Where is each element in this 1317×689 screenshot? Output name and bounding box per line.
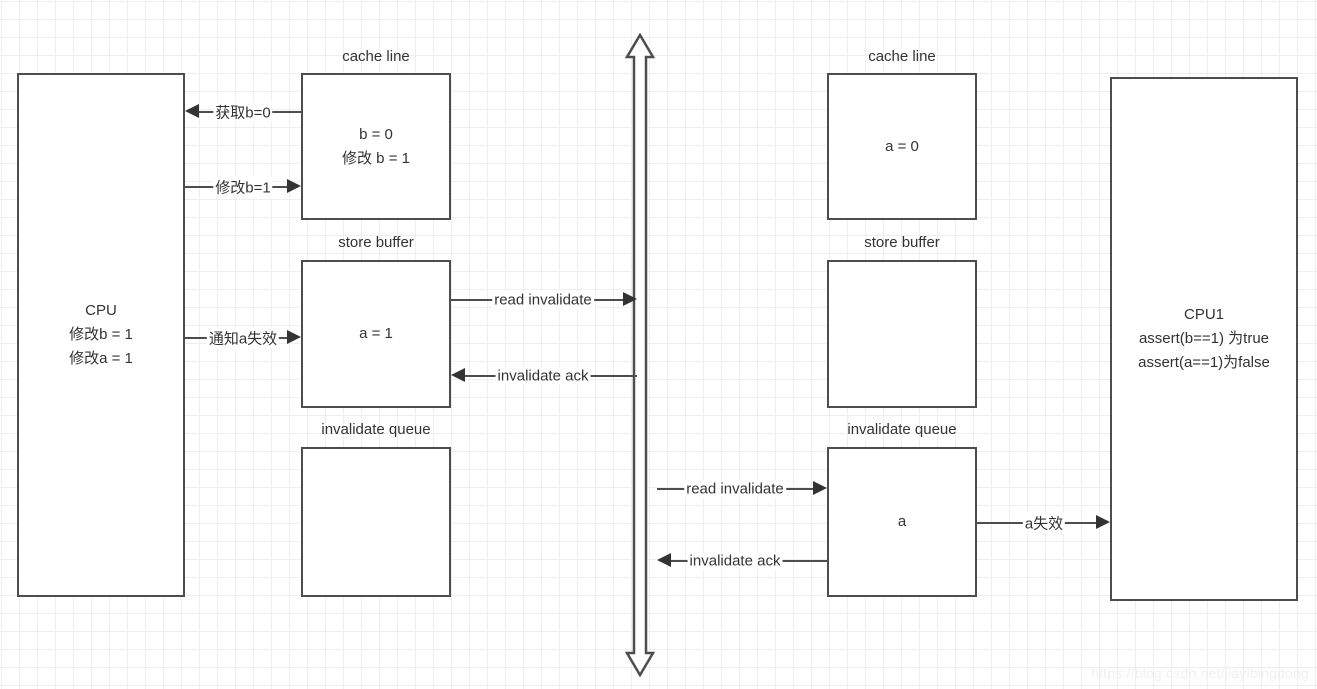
edge-a-invalid-label: a失效 [1022,512,1066,534]
right-cpu-text: CPU1 assert(b==1) 为true assert(a==1)为fal… [1138,306,1270,371]
right-cache-line-box: a = 0 [827,73,977,220]
edge-invalidate-ack-bottom-arrowhead [657,553,671,567]
left-cache-line-text: b = 0 修改 b = 1 [342,125,410,167]
left-cache-line-caption: cache line [342,48,410,65]
edge-fetch-b0-label: 获取b=0 [213,101,273,123]
left-store-buffer-text: a = 1 [359,325,393,342]
edge-read-invalidate-bottom-arrowhead [813,481,827,495]
left-cpu-box: CPU 修改b = 1 修改a = 1 [17,73,185,597]
right-cache-line-caption: cache line [868,48,936,65]
edge-invalidate-ack-bottom-label: invalidate ack [687,552,783,570]
edge-read-invalidate-bottom-label: read invalidate [684,480,786,498]
left-cpu-text: CPU 修改b = 1 修改a = 1 [69,302,133,367]
left-invalidate-queue-box [301,447,451,597]
right-invalidate-queue-text: a [897,513,907,530]
left-cache-line-box: b = 0 修改 b = 1 [301,73,451,220]
edge-read-invalidate-top-arrowhead [623,292,637,306]
left-store-buffer-box: a = 1 [301,260,451,408]
edge-invalidate-ack-top-label: invalidate ack [495,367,591,385]
edge-read-invalidate-top-label: read invalidate [492,291,594,309]
left-invalidate-queue-caption: invalidate queue [321,421,431,438]
edge-fetch-b0-arrowhead [185,104,199,118]
edge-a-invalid-arrowhead [1096,515,1110,529]
right-store-buffer-box [827,260,977,408]
edge-notify-a-invalid-arrowhead [287,330,301,344]
right-cpu-box: CPU1 assert(b==1) 为true assert(a==1)为fal… [1110,77,1298,601]
edge-modify-b1-label: 修改b=1 [213,176,273,198]
right-cache-line-text: a = 0 [885,137,919,155]
left-store-buffer-caption: store buffer [338,234,414,251]
right-invalidate-queue-caption: invalidate queue [847,421,957,438]
edge-notify-a-invalid-label: 通知a失效 [206,327,280,349]
edge-modify-b1-arrowhead [287,179,301,193]
edge-invalidate-ack-top-arrowhead [451,368,465,382]
right-store-buffer-caption: store buffer [864,234,940,251]
memory-bus-arrow [624,32,656,678]
watermark: https://blog.csdn.net/jiayibingdong [1091,665,1309,681]
right-invalidate-queue-box: a [827,447,977,597]
